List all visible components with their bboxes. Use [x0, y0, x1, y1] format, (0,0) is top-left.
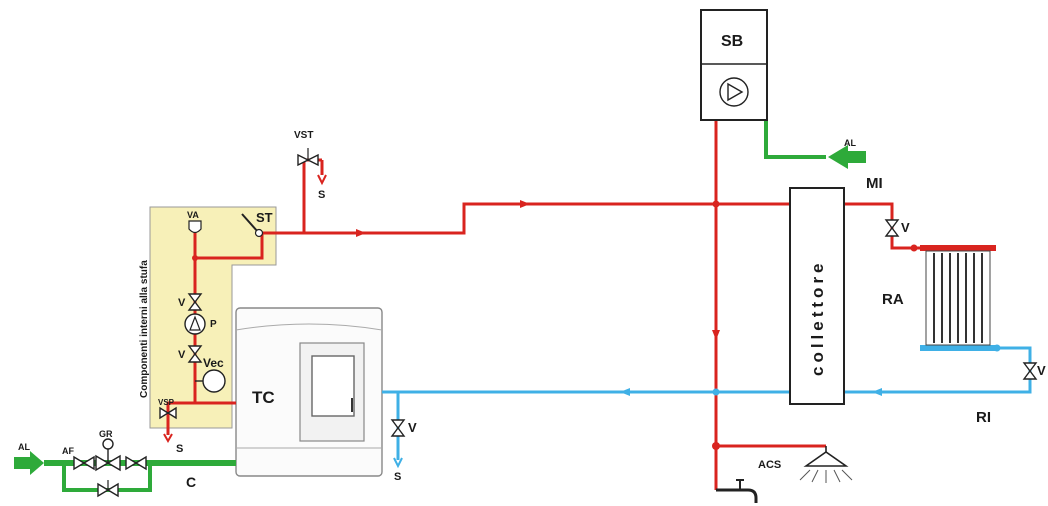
vec-label: Vec: [203, 356, 224, 370]
v-lower-label: V: [178, 349, 186, 361]
stove-tc: [235, 307, 383, 477]
v-ri-label: V: [1037, 363, 1046, 378]
boiler-sb: [700, 9, 768, 121]
internal-components: [159, 213, 264, 444]
gr-label: GR: [99, 429, 113, 439]
v-upper-label: V: [178, 297, 186, 309]
v-mi-label: V: [901, 220, 910, 235]
s-vst-label: S: [318, 189, 325, 201]
al-left-label: AL: [18, 442, 30, 452]
tc-label: TC: [252, 388, 275, 407]
mi-label: MI: [866, 175, 883, 192]
al-top-arrow: [828, 145, 866, 169]
v-tc-label: V: [408, 420, 417, 435]
ri-valve: [1022, 362, 1038, 380]
vst-valve: [297, 148, 327, 186]
return-pipes: [382, 344, 1032, 460]
tc-drain-valve: [390, 419, 406, 469]
st-label: ST: [256, 210, 273, 225]
s-tc-label: S: [394, 471, 401, 483]
mi-valve: [884, 219, 900, 237]
tap-icon: [716, 479, 758, 503]
vsp-label: VSP: [158, 398, 175, 407]
p-label: P: [210, 319, 217, 330]
stove-components-panel: [149, 206, 277, 429]
c-label: C: [186, 474, 196, 490]
vst-label: VST: [294, 130, 313, 141]
ra-label: RA: [882, 291, 904, 308]
sb-label: SB: [721, 33, 743, 50]
va-label: VA: [187, 210, 199, 220]
radiator-ra: [910, 244, 996, 351]
components-note: Componenti interni alla stufa: [139, 260, 150, 398]
inlet-valves: [73, 438, 147, 498]
al-top-label: AL: [844, 138, 856, 148]
acs-label: ACS: [758, 459, 781, 471]
acs-shower: [799, 446, 853, 483]
collettore-label: collettore: [808, 259, 827, 376]
al-left-arrow: [14, 451, 44, 475]
af-label: AF: [62, 446, 74, 456]
ri-label: RI: [976, 409, 991, 426]
collector: [789, 187, 845, 405]
s-vsp-label: S: [176, 443, 183, 455]
